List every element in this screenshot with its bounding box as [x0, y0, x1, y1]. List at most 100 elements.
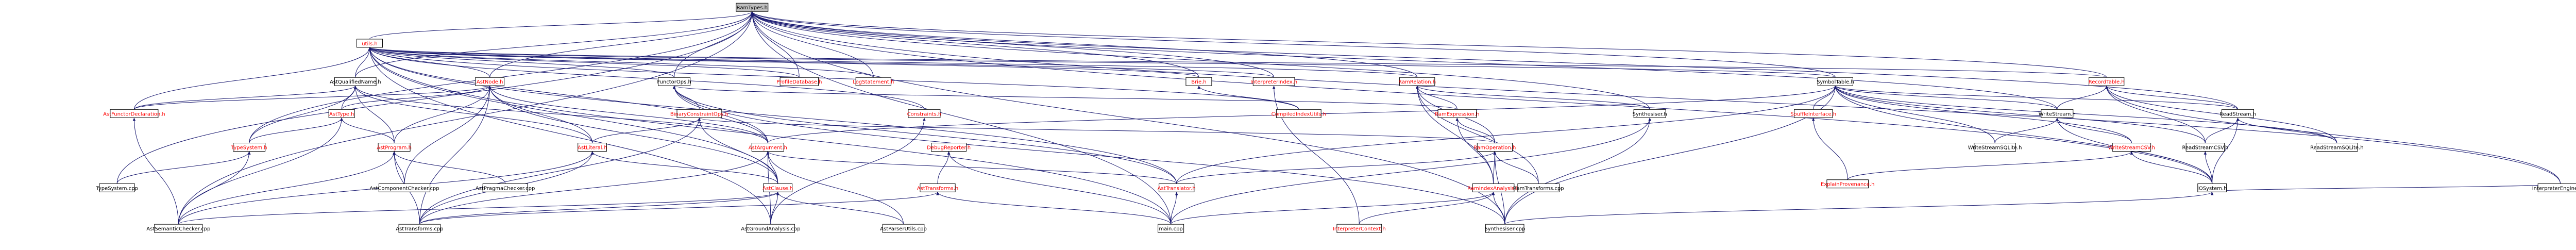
node-typesystem-h[interactable]: TypeSystem.h: [231, 143, 267, 152]
node-asttype-h[interactable]: AstType.h: [328, 109, 355, 118]
node-synthesiser-h[interactable]: Synthesiser.h: [1633, 109, 1667, 118]
node-interpreterengine-cpp[interactable]: InterpreterEngine.cpp: [2532, 183, 2576, 192]
node-label: InterpreterIndex.h: [1250, 79, 1297, 85]
node-label: AstTranslator.h: [1158, 186, 1196, 191]
node-synthesiser-cpp[interactable]: Synthesiser.cpp: [1484, 224, 1525, 233]
dependency-edge: [368, 47, 925, 110]
dependency-edge: [419, 191, 939, 225]
dependency-edge: [2105, 86, 2561, 184]
node-astliteral-h[interactable]: AstLiteral.h: [578, 143, 607, 152]
node-asttransforms-h[interactable]: AstTransforms.h: [917, 183, 958, 192]
node-astclause-h[interactable]: AstClause.h: [762, 183, 793, 192]
node-writestreamcsv-h[interactable]: WriteStreamCSV.h: [2108, 143, 2155, 152]
node-box: [233, 143, 266, 152]
dependency-edge: [249, 118, 343, 143]
dependency-edge: [368, 47, 874, 78]
node-label: AstSemanticChecker.cpp: [146, 226, 210, 232]
node-asttranslator-h[interactable]: AstTranslator.h: [1158, 183, 1196, 192]
node-debugreporter-h[interactable]: DebugReporter.h: [927, 143, 971, 152]
node-label: AstLiteral.h: [578, 145, 607, 151]
dependency-edge: [341, 85, 492, 110]
node-astsemanticchecker-cpp[interactable]: AstSemanticChecker.cpp: [146, 224, 210, 233]
node-label: RamRelation.h: [1398, 79, 1436, 85]
node-readstreamsqlite-h[interactable]: ReadStreamSQLite.h: [2310, 143, 2364, 152]
dependency-edge: [178, 191, 779, 225]
node-constraints-h[interactable]: Constraints.h: [907, 109, 942, 118]
dependency-edge: [1834, 86, 1995, 143]
node-astcomponentchecker-cpp[interactable]: AstComponentChecker.cpp: [369, 183, 439, 192]
dependency-edge: [1415, 86, 1458, 110]
node-iosystem-h[interactable]: IOSystem.h: [2197, 183, 2227, 192]
node-astprogram-h[interactable]: AstProgram.h: [377, 143, 412, 152]
dependency-edge: [1416, 85, 1650, 110]
node-box: [1159, 183, 1195, 192]
node-asttransforms-cpp[interactable]: AstTransforms.cpp: [396, 224, 444, 233]
node-profiledatabase-h[interactable]: ProfileDatabase.h: [776, 77, 822, 86]
node-utils-h[interactable]: utils.h: [357, 39, 383, 48]
node-astgroundanalysis-cpp[interactable]: AstGroundAnalysis.cpp: [741, 224, 801, 233]
dependency-edge: [354, 86, 593, 143]
node-writestream-h[interactable]: WriteStream.h: [2039, 109, 2076, 118]
dependency-edge: [766, 151, 1177, 184]
node-astnode-h[interactable]: AstNode.h: [475, 77, 505, 86]
node-explainprovenance-h[interactable]: ExplainProvenance.h: [1821, 179, 1875, 189]
node-box: [1472, 183, 1515, 192]
dependency-edge: [2130, 151, 2213, 184]
node-symboltable-h[interactable]: SymbolTable.h: [1817, 77, 1854, 86]
node-box: [398, 224, 441, 233]
node-ramexpression-h[interactable]: RamExpression.h: [1435, 109, 1480, 118]
node-typesystem-cpp[interactable]: TypeSystem.cpp: [95, 183, 138, 192]
node-box: [1817, 77, 1854, 86]
dependency-edge: [393, 151, 405, 184]
node-astparserutils-cpp[interactable]: AstParserUtils.cpp: [880, 224, 927, 233]
node-ramtypes-h[interactable]: RamTypes.h: [736, 3, 769, 12]
dependency-edge: [488, 86, 778, 184]
dependency-edge: [178, 11, 754, 225]
node-ramoperation-h[interactable]: RamOperation.h: [1473, 143, 1516, 152]
dependency-edge: [937, 151, 951, 184]
node-astpragmachecker-cpp[interactable]: AstPragmaChecker.cpp: [476, 183, 535, 192]
node-recordtable-h[interactable]: RecordTable.h: [2089, 77, 2125, 86]
node-interpreterindex-h[interactable]: InterpreterIndex.h: [1250, 77, 1297, 86]
dependency-edge: [751, 11, 2213, 184]
node-writestreamsqlite-h[interactable]: WriteStreamSQLite.h: [1968, 143, 2022, 152]
dependency-edge: [698, 117, 1495, 143]
node-label: LogStatement.h: [853, 79, 894, 85]
dependency-edge: [751, 11, 2561, 184]
dependency-edge: [1171, 118, 1651, 225]
dependency-edge: [1176, 86, 1837, 184]
node-box: [2041, 109, 2074, 118]
node-interpretercontext-h[interactable]: InterpreterContext.h: [1333, 224, 1386, 233]
node-readstreamcsv-h[interactable]: ReadStreamCSV.h: [2182, 143, 2229, 152]
node-box: [154, 224, 203, 233]
node-label: BinaryConstraintOps.h: [670, 111, 728, 117]
node-label: RamTypes.h: [737, 5, 768, 11]
node-label: AstProgram.h: [377, 145, 412, 151]
dependency-edge: [1847, 151, 2133, 180]
node-box: [357, 39, 383, 48]
node-ramindexanalysis-h[interactable]: RamIndexAnalysis.h: [1467, 183, 1519, 192]
node-brie-h[interactable]: Brie.h: [1185, 77, 1212, 86]
dependency-edge: [770, 192, 779, 225]
node-label: ReadStream.h: [2219, 111, 2256, 117]
node-readstream-h[interactable]: ReadStream.h: [2219, 109, 2256, 118]
node-logstatement-h[interactable]: LogStatement.h: [853, 77, 894, 86]
dependency-edge: [751, 11, 2107, 78]
node-binaryconstraintops-h[interactable]: BinaryConstraintOps.h: [670, 109, 728, 118]
node-main-cpp[interactable]: main.cpp: [1158, 224, 1184, 233]
dependency-edge: [947, 151, 1172, 225]
node-astqualifiedname-h[interactable]: AstQualifiedName.h: [330, 77, 381, 86]
node-box: [99, 183, 135, 192]
node-astfunctordeclaration-h[interactable]: AstFunctorDeclaration.h: [103, 109, 165, 118]
node-astargument-h[interactable]: AstArgument.h: [749, 143, 787, 152]
dependency-edge: [133, 85, 357, 110]
node-ramrelation-h[interactable]: RamRelation.h: [1398, 77, 1436, 86]
node-box: [676, 109, 722, 118]
node-functorops-h[interactable]: FunctorOps.h: [657, 77, 691, 86]
node-souffleinterface-h[interactable]: SouffleInterface.h: [1790, 109, 1836, 118]
node-box: [578, 143, 607, 152]
node-ramtransforms-cpp[interactable]: RamTransforms.cpp: [1513, 183, 1564, 192]
dependency-edge: [368, 47, 1275, 78]
node-compiledindexutils-h[interactable]: CompiledIndexUtils.h: [1272, 109, 1326, 118]
